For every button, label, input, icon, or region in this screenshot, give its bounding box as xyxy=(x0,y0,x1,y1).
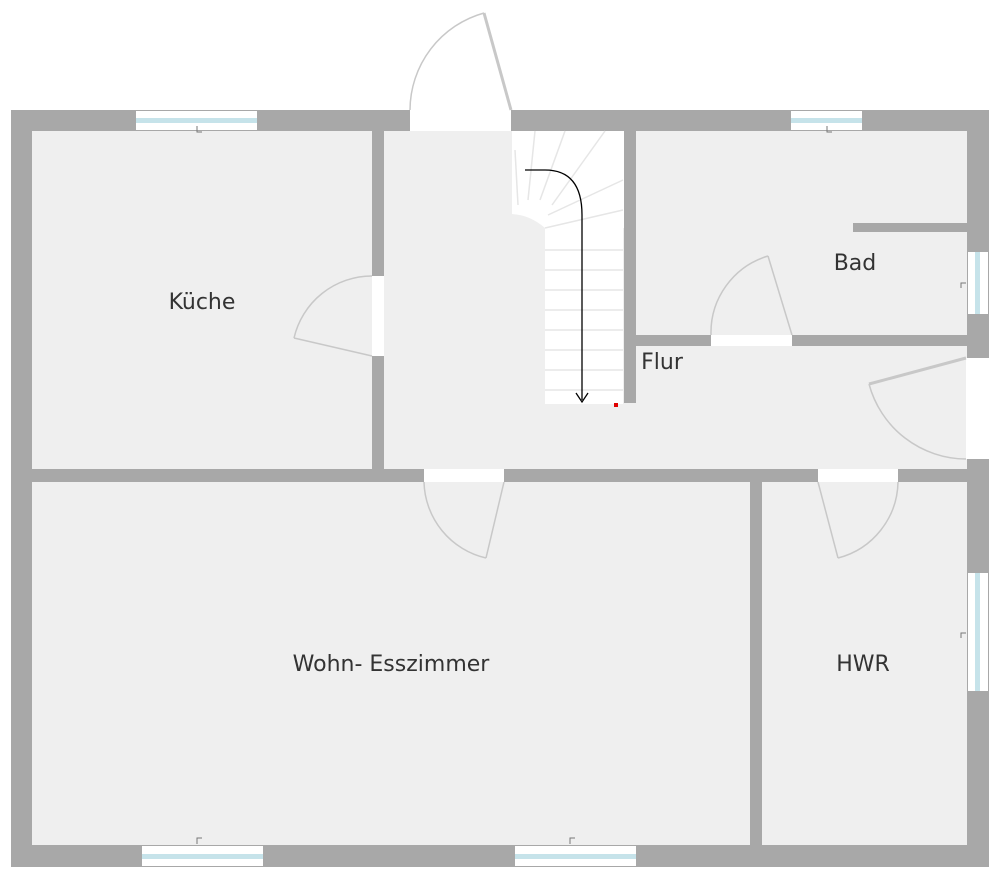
hall-east-door-opening xyxy=(966,358,989,459)
stair-arrow xyxy=(525,169,583,400)
bath-hall-wall xyxy=(636,335,967,346)
stair-wall xyxy=(624,131,636,403)
utility-door-opening xyxy=(818,469,898,482)
bath-door-opening xyxy=(711,335,792,346)
windows xyxy=(136,111,988,866)
hall-floor-east xyxy=(624,346,967,469)
room-label-utility: HWR xyxy=(836,652,890,677)
room-label-kitchen: Küche xyxy=(169,290,236,315)
bath-floor xyxy=(636,131,967,335)
bath-wall-stub xyxy=(853,223,967,232)
marker-dot xyxy=(614,403,618,407)
doors xyxy=(293,12,989,559)
living-floor xyxy=(32,482,750,845)
room-label-bath: Bad xyxy=(834,251,877,276)
utility-floor xyxy=(762,482,967,845)
room-label-hall: Flur xyxy=(641,350,684,375)
staircase xyxy=(512,130,624,404)
room-label-living: Wohn- Esszimmer xyxy=(293,652,491,677)
entrance-door-opening xyxy=(410,110,511,131)
living-door-opening xyxy=(424,469,504,482)
kitchen-door-opening xyxy=(372,276,384,356)
stair-arrow-head xyxy=(575,392,589,404)
